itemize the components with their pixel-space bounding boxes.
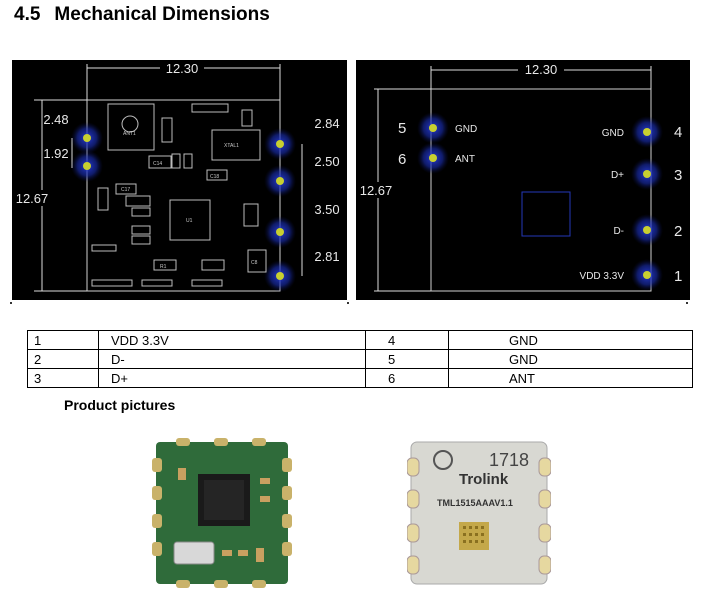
dim-width: 12.30 xyxy=(166,61,199,76)
brand-logo-icon xyxy=(433,450,453,470)
pin-num-1: 1 xyxy=(674,268,682,285)
table-row: 3 D+ 6 ANT xyxy=(27,368,693,388)
label-c18: C18 xyxy=(210,174,219,180)
pin-label-6: ANT xyxy=(455,154,475,165)
pin-label-5: GND xyxy=(455,124,477,135)
dim-height: 12.67 xyxy=(16,191,49,206)
pin-label-3: D+ xyxy=(611,170,624,181)
pin-label-2: D- xyxy=(613,226,624,237)
pin-num-2: 2 xyxy=(674,223,682,240)
product-photo-shield: 1718 Trolink TML1515AAAV1.1 xyxy=(407,441,551,585)
dim-right-1: 2.84 xyxy=(314,116,339,131)
shield-brand: Trolink xyxy=(459,471,509,488)
section-number: 4.5 xyxy=(14,4,41,25)
section-heading: 4.5 Mechanical Dimensions xyxy=(14,4,270,26)
table-cell: 5 xyxy=(365,349,449,369)
label-u1: U1 xyxy=(186,218,193,224)
product-pictures-heading: Product pictures xyxy=(64,397,176,413)
table-cell: 2 xyxy=(27,349,99,369)
table-cell: 3 xyxy=(27,368,99,388)
pin-layout-drawing: 12.30 12.67 5 6 GND ANT 4 3 2 1 GND D+ D… xyxy=(356,60,690,300)
table-cell: ANT xyxy=(448,368,693,388)
dim-right-2: 2.50 xyxy=(314,154,339,169)
figure-mark xyxy=(10,302,12,304)
dim-height-right: 12.67 xyxy=(360,183,393,198)
label-c17: C17 xyxy=(121,187,130,193)
pin-assignment-table: 1 VDD 3.3V 4 GND 2 D- 5 GND 3 D+ 6 ANT xyxy=(27,330,693,388)
section-title: Mechanical Dimensions xyxy=(54,4,270,25)
pin-label-4: GND xyxy=(602,128,624,139)
dim-left-2: 1.92 xyxy=(43,146,68,161)
table-cell: GND xyxy=(448,330,693,350)
table-cell: 1 xyxy=(27,330,99,350)
component-outlines xyxy=(91,103,267,287)
shield-model: TML1515AAAV1.1 xyxy=(437,498,513,508)
table-cell: GND xyxy=(448,349,693,369)
label-xtal1: XTAL1 xyxy=(224,143,239,149)
table-row: 2 D- 5 GND xyxy=(27,349,693,369)
figure-mark xyxy=(347,302,349,304)
pad-markers xyxy=(71,122,296,292)
dim-left-1: 2.48 xyxy=(43,112,68,127)
table-cell: D- xyxy=(98,349,366,369)
pin-num-3: 3 xyxy=(674,167,682,184)
pin-num-4: 4 xyxy=(674,124,682,141)
table-cell: VDD 3.3V xyxy=(98,330,366,350)
label-c14: C14 xyxy=(153,161,162,167)
pin-markers xyxy=(417,112,663,291)
label-ant1: ANT1 xyxy=(123,131,136,137)
figure-mark xyxy=(686,302,688,304)
dim-width-right: 12.30 xyxy=(525,62,558,77)
pin-num-6: 6 xyxy=(398,151,406,168)
label-c8: C8 xyxy=(251,260,258,266)
pcb-layout-drawing: 12.30 12.67 2.48 1.92 2.84 2.50 3.50 2.8… xyxy=(12,60,347,300)
pin-label-1: VDD 3.3V xyxy=(580,271,625,282)
product-photo-pcb xyxy=(152,438,292,588)
shield-code: 1718 xyxy=(489,450,529,470)
table-row: 1 VDD 3.3V 4 GND xyxy=(27,330,693,350)
pin-num-5: 5 xyxy=(398,120,406,137)
dim-right-3: 3.50 xyxy=(314,202,339,217)
table-cell: 4 xyxy=(365,330,449,350)
table-cell: D+ xyxy=(98,368,366,388)
dim-right-4: 2.81 xyxy=(314,249,339,264)
label-r1: R1 xyxy=(160,264,167,270)
table-cell: 6 xyxy=(365,368,449,388)
